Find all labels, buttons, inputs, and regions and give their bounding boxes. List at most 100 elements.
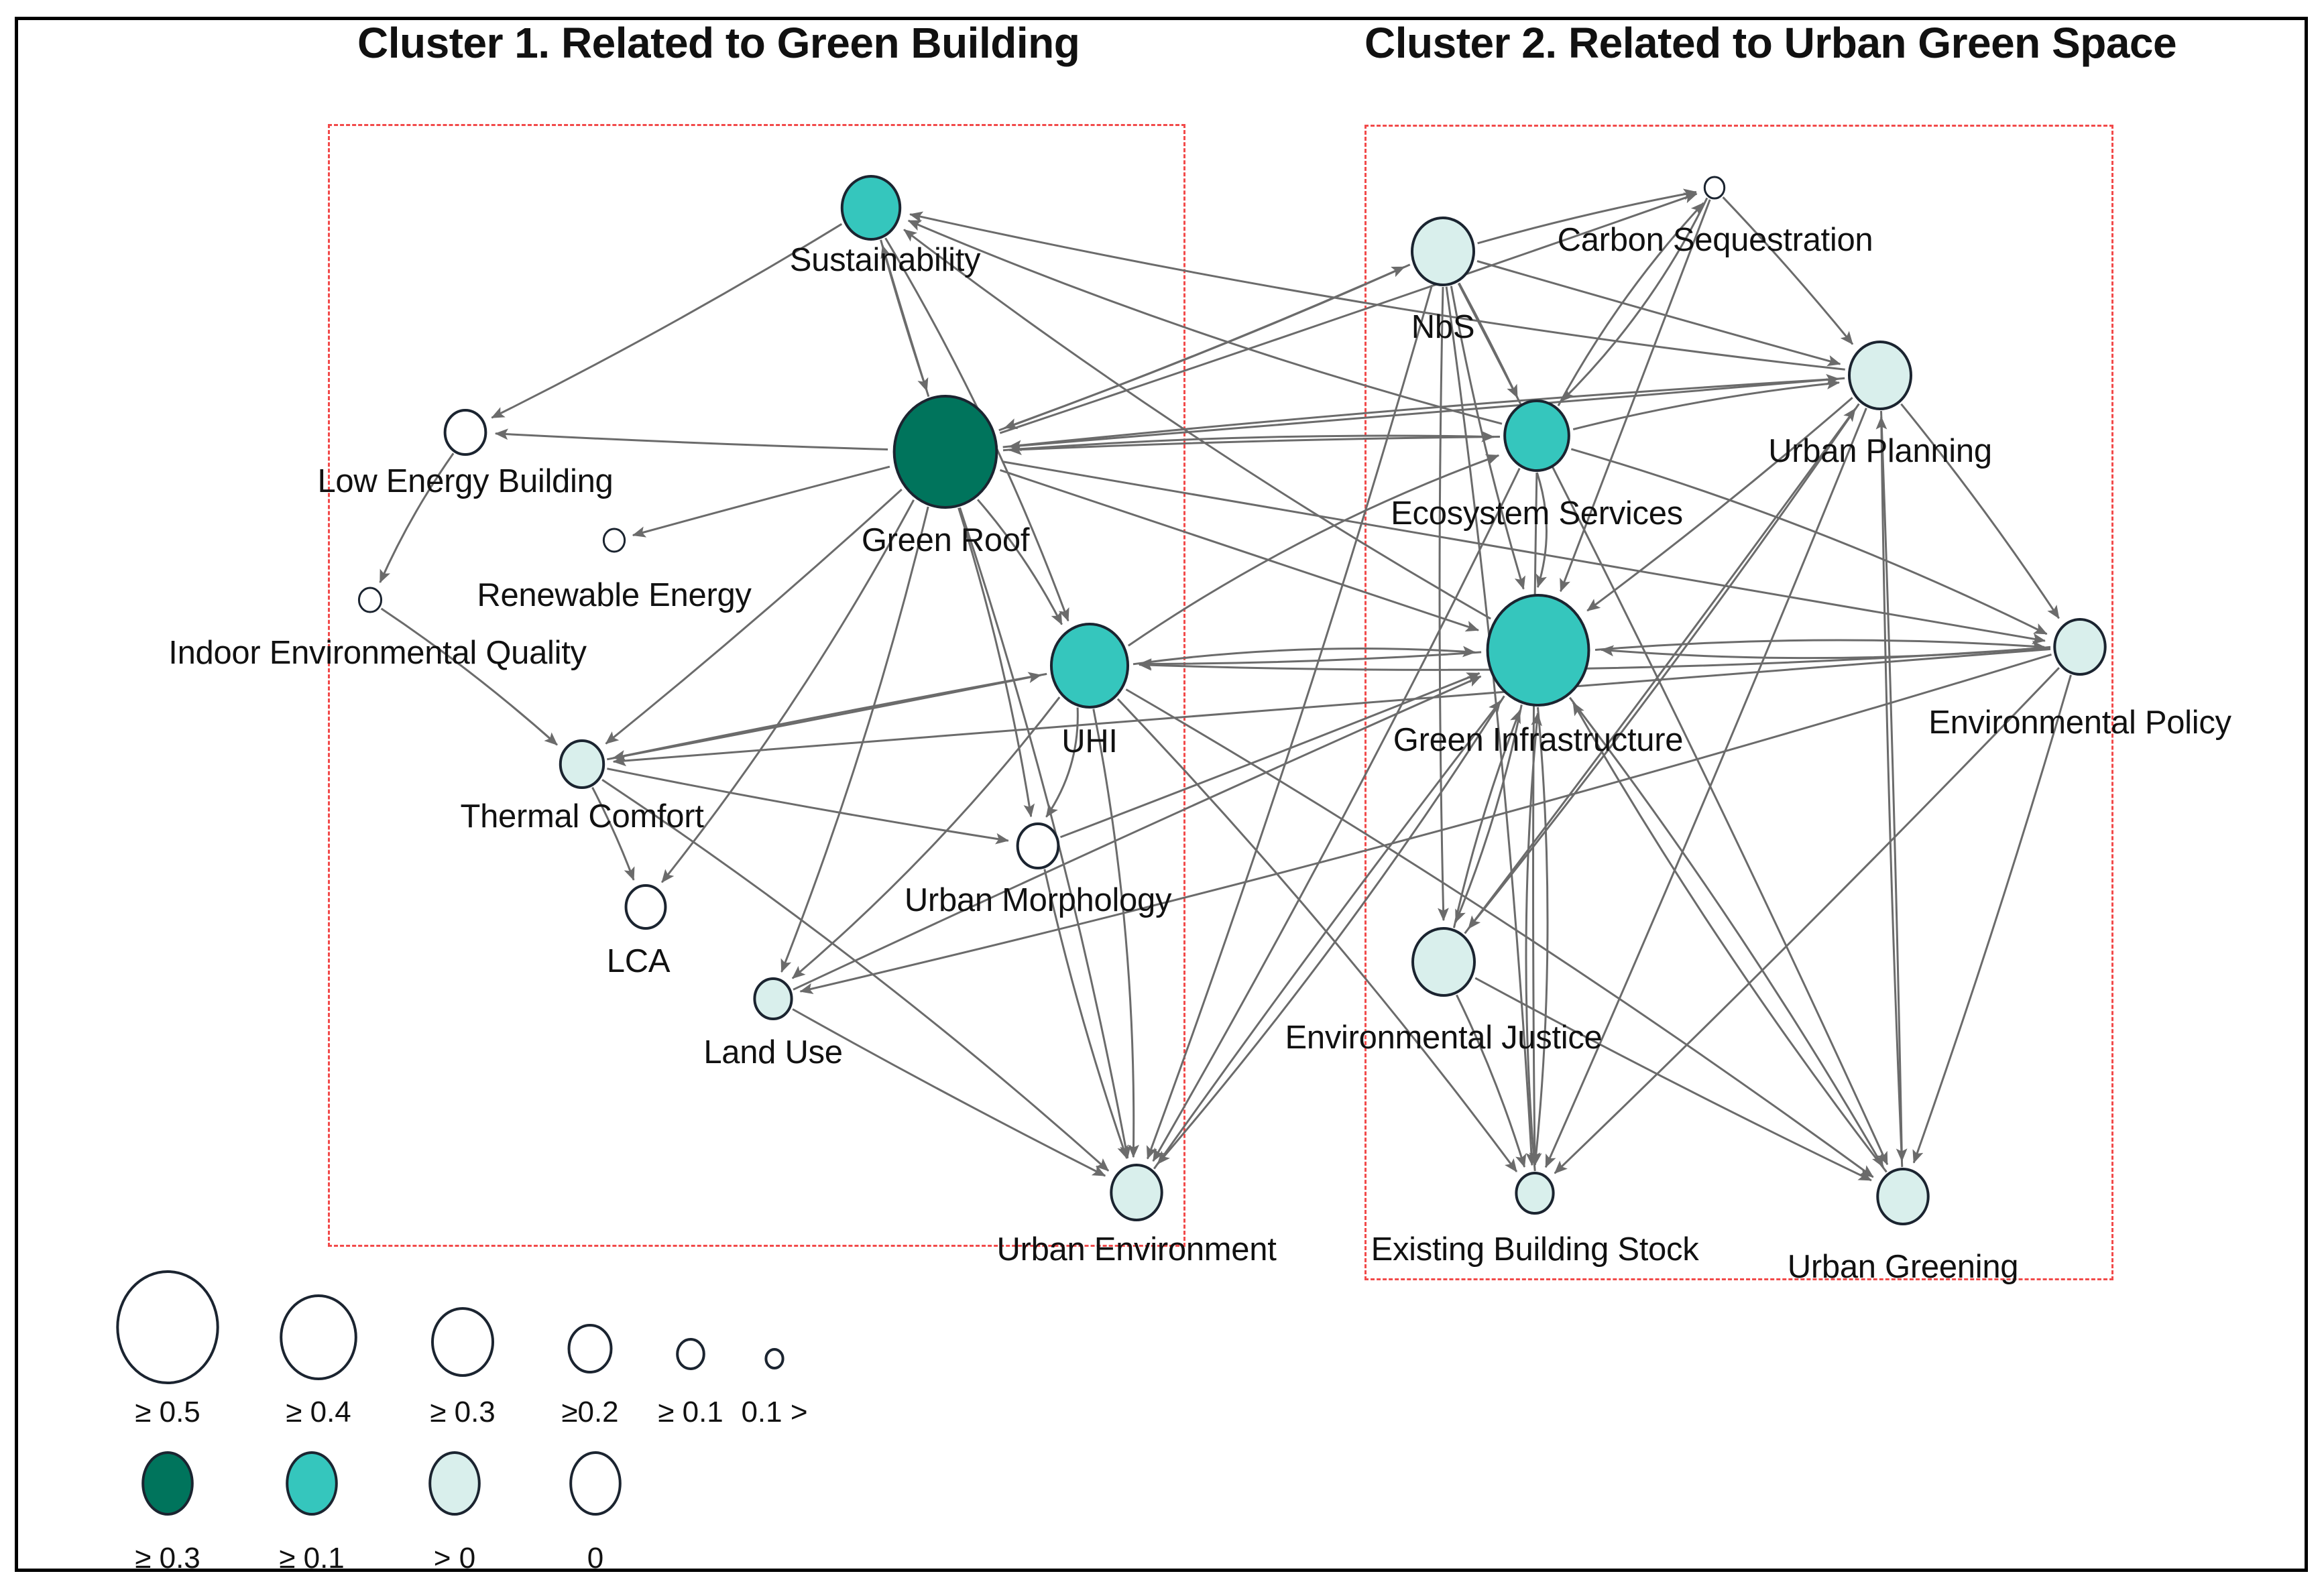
network-edge [1880,410,1908,1162]
network-edge [612,672,1047,761]
network-edge [1594,639,2046,652]
node-label-green_roof: Green Roof [861,522,1030,558]
legend-color-label-3: 0 [587,1542,604,1575]
node-label-thermal_comfort: Thermal Comfort [460,798,704,835]
network-edge [1146,284,1434,1160]
legend-size-label-5: 0.1 > [741,1396,808,1428]
network-edge [1043,869,1128,1160]
network-edge [1138,651,1482,670]
network-edge [909,211,1845,371]
network-node-land_use[interactable] [753,977,793,1020]
network-edge [1445,286,1537,1166]
network-node-urban_morphology[interactable] [1016,822,1060,869]
cluster-2-title: Cluster 2. Related to Urban Green Space [1364,19,2177,67]
network-node-urban_environment[interactable] [1110,1164,1163,1221]
network-edge [1116,698,1518,1172]
network-node-urban_greening[interactable] [1876,1168,1930,1225]
legend-size-circle-3 [567,1324,613,1373]
network-node-lca[interactable] [624,884,667,930]
network-edge [1127,454,1500,647]
network-edge [1002,430,1495,452]
network-edge [1092,709,1140,1158]
network-edge [1561,197,1708,402]
network-edge [1474,977,1872,1182]
network-edge [612,648,2051,767]
network-edge [1456,994,1527,1168]
network-edge [605,488,903,745]
network-node-green_roof[interactable] [892,395,998,509]
figure-frame [15,17,2308,1572]
network-edge [1586,397,1853,612]
node-label-urban_environment: Urban Environment [996,1231,1277,1268]
network-node-environmental_policy[interactable] [2053,618,2107,676]
node-label-environmental_policy: Environmental Policy [1928,705,2231,741]
network-edge [494,428,888,450]
network-edge [903,229,1491,620]
legend-color-circle-0 [141,1451,194,1516]
network-edge [1438,286,1449,922]
network-edge [1153,700,1502,1170]
network-edge [792,1008,1106,1177]
network-node-low_energy_building[interactable] [443,409,487,456]
network-edge [1152,467,1521,1162]
legend-size-label-0: ≥ 0.5 [135,1396,200,1428]
network-edge [1900,403,2060,619]
network-edge [1125,688,1874,1178]
network-node-ecosystem_services[interactable] [1503,400,1570,472]
network-edge [661,499,915,883]
node-label-lca: LCA [606,943,671,979]
legend-color-circle-2 [428,1451,481,1516]
node-label-ecosystem_services: Ecosystem Services [1391,495,1683,532]
network-node-urban_planning[interactable] [1848,341,1912,410]
node-label-nbs: NbS [1411,309,1475,345]
legend-layer [116,1270,785,1516]
node-label-renewable_energy: Renewable Energy [477,577,752,613]
network-edge [1525,712,1542,1172]
network-node-nbs[interactable] [1411,217,1475,286]
legend-color-label-2: > 0 [433,1542,476,1575]
legend-size-label-3: ≥0.2 [561,1396,619,1428]
network-edge [380,607,558,746]
network-edge [957,507,1035,818]
legend-size-label-2: ≥ 0.3 [430,1396,496,1428]
network-edge [1464,408,1857,934]
network-edge [1477,188,1697,245]
network-edge [793,675,1482,991]
network-edge [1570,448,2048,635]
network-edge [959,507,1131,1159]
node-label-uhi: UHI [1061,723,1118,759]
legend-size-circle-0 [116,1270,219,1384]
network-edge [998,265,1405,432]
node-label-low_energy_building: Low Energy Building [317,463,614,499]
network-node-uhi[interactable] [1049,623,1130,709]
node-label-indoor_environmental_quality: Indoor Environmental Quality [168,635,587,671]
network-edge [1003,263,1411,430]
network-edge [1476,260,1841,367]
network-node-renewable_energy[interactable] [602,528,626,553]
network-node-sustainability[interactable] [840,175,902,241]
network-node-carbon_sequestration[interactable] [1703,176,1726,200]
network-edge [1059,672,1480,839]
network-node-green_infrastructure[interactable] [1486,594,1590,707]
legend-size-circle-2 [431,1307,494,1377]
network-edge [907,219,1503,425]
network-node-existing_building_stock[interactable] [1515,1172,1555,1215]
nodes-layer [357,175,2107,1225]
network-edge [791,696,1061,979]
network-edge [1722,196,1854,345]
network-node-thermal_comfort[interactable] [559,739,605,789]
legend-size-circle-1 [280,1294,357,1380]
cluster-1-title: Cluster 1. Related to Green Building [357,19,1080,67]
network-edge [1008,436,1501,455]
network-edge [1138,646,2051,671]
network-edge [1157,695,1505,1165]
network-edge [1002,373,1840,448]
network-node-indoor_environmental_quality[interactable] [357,587,383,613]
network-edge [1557,202,1704,407]
node-label-land_use: Land Use [703,1034,843,1071]
network-node-environmental_justice[interactable] [1411,927,1476,997]
network-edge [1572,378,1841,430]
legend-color-label-1: ≥ 0.1 [279,1542,345,1575]
